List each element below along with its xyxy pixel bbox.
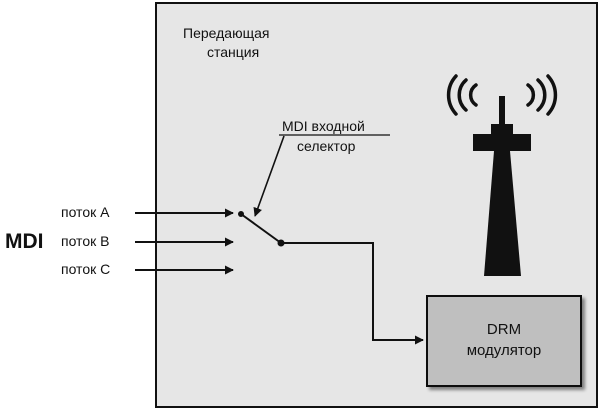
drm-modulator-box — [426, 295, 582, 387]
station-title-line1: Передающая — [183, 25, 269, 41]
station-title-line2: станция — [207, 44, 259, 60]
modulator-label-line1: DRM — [487, 321, 521, 338]
stream-b-label: поток B — [61, 233, 109, 249]
mdi-source-label: MDI — [5, 230, 44, 253]
selector-label-leader — [253, 135, 285, 217]
radio-tower-icon — [446, 74, 558, 276]
selector-label-line1: MDI входной — [282, 118, 365, 134]
modulator-label-line2: модулятор — [467, 342, 542, 359]
stream-a-label: поток A — [61, 204, 110, 220]
signal-path-to-modulator — [281, 242, 424, 345]
selector-label-line2: селектор — [297, 138, 356, 154]
stream-c-label: поток C — [61, 261, 110, 277]
selector-switch-blade — [240, 213, 282, 244]
